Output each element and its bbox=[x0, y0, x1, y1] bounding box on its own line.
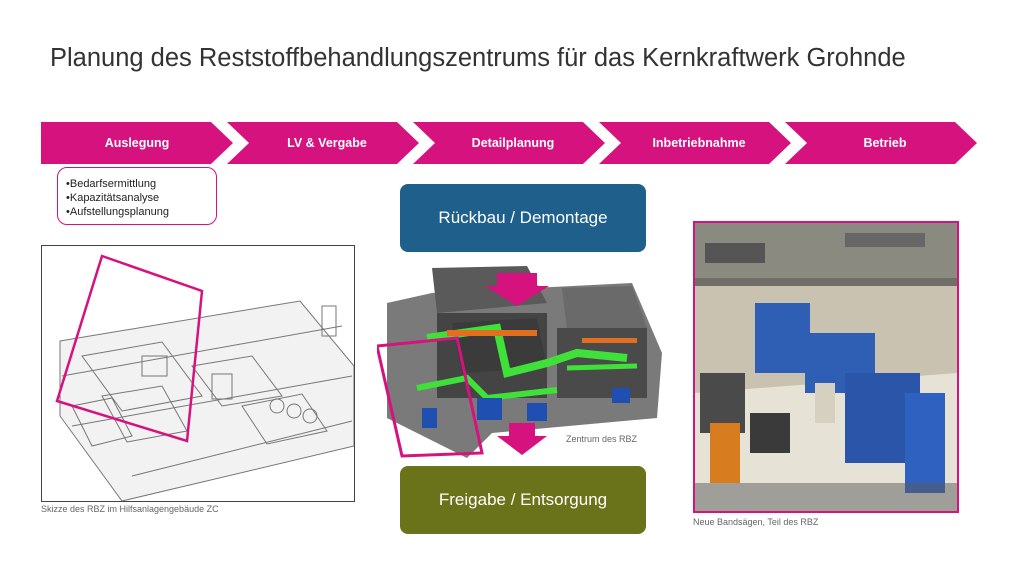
list-item: Kapazitätsanalyse bbox=[66, 191, 216, 205]
list-item: Bedarfsermittlung bbox=[66, 177, 216, 191]
phase-label: Inbetriebnahme bbox=[652, 136, 746, 150]
bandsaw-photo bbox=[693, 221, 959, 513]
phase-detailplanung: Detailplanung bbox=[413, 122, 605, 164]
building-sketch-image bbox=[41, 245, 355, 502]
photo-drawing bbox=[695, 223, 957, 511]
freigabe-entsorgung-box: Freigabe / Entsorgung bbox=[400, 466, 646, 534]
sketch-drawing bbox=[55, 254, 354, 501]
phase-label: LV & Vergabe bbox=[287, 136, 367, 150]
photo-caption: Neue Bandsägen, Teil des RBZ bbox=[693, 517, 819, 527]
page-title: Planung des Reststoffbehandlungszentrums… bbox=[50, 44, 906, 72]
phase-label: Auslegung bbox=[104, 136, 170, 150]
auslegung-task-list: Bedarfsermittlung Kapazitätsanalyse Aufs… bbox=[57, 167, 217, 225]
list-item: Aufstellungsplanung bbox=[66, 205, 216, 219]
phase-auslegung: Auslegung bbox=[41, 122, 233, 164]
center-caption: Zentrum des RBZ bbox=[566, 434, 638, 444]
sketch-caption: Skizze des RBZ im Hilfsanlagengebäude ZC bbox=[41, 504, 219, 514]
phase-label: Detailplanung bbox=[471, 136, 555, 150]
phase-label: Betrieb bbox=[863, 136, 907, 150]
model-drawing bbox=[375, 266, 662, 458]
rbz-3d-model-image bbox=[375, 258, 667, 458]
rueckbau-demontage-box: Rückbau / Demontage bbox=[400, 184, 646, 252]
phase-chevrons: Auslegung LV & Vergabe Detailplanung Inb… bbox=[0, 122, 1024, 164]
phase-betrieb: Betrieb bbox=[785, 122, 977, 164]
phase-inbetriebnahme: Inbetriebnahme bbox=[599, 122, 791, 164]
phase-lv-vergabe: LV & Vergabe bbox=[227, 122, 419, 164]
